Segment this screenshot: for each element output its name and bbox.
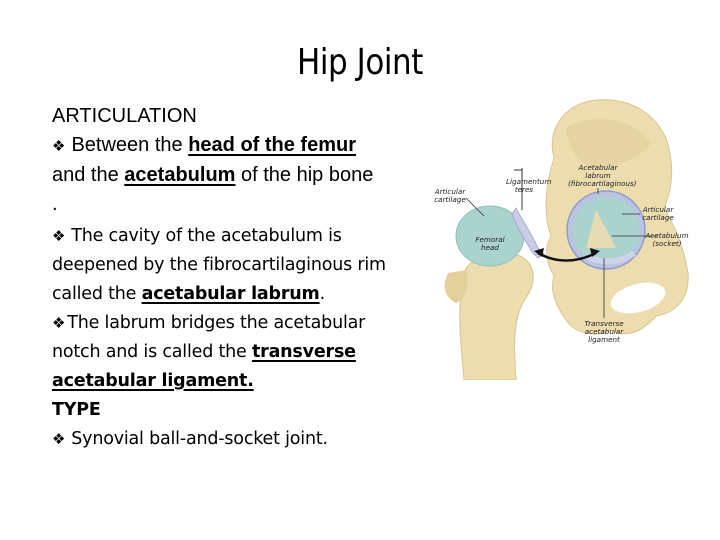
diamond-bullet-icon: ❖ bbox=[52, 430, 66, 448]
slide-title: Hip Joint bbox=[297, 42, 423, 83]
articulation-heading: ARTICULATION bbox=[52, 105, 197, 127]
term-head-of-femur: head of the femur bbox=[188, 134, 356, 156]
term-transverse-acetabular-ligament: transverse acetabular ligament. bbox=[52, 342, 356, 391]
slide-body: ARTICULATION ❖Between the head of the fe… bbox=[52, 102, 412, 454]
term-acetabular-labrum: acetabular labrum bbox=[141, 284, 320, 304]
diamond-bullet-icon: ❖ bbox=[52, 227, 66, 245]
label-acetabulum: Acetabulum(socket) bbox=[645, 231, 689, 248]
term-acetabulum: acetabulum bbox=[124, 164, 236, 186]
bullet-type: ❖Synovial ball-and-socket joint. bbox=[52, 425, 412, 454]
bullet-cavity: ❖The cavity of the acetabulum is deepene… bbox=[52, 222, 402, 309]
type-heading: TYPE bbox=[52, 400, 101, 420]
hip-anatomy-svg bbox=[444, 99, 689, 381]
bullet-articulation: ❖Between the head of the femur and the a… bbox=[52, 134, 374, 215]
diamond-bullet-icon: ❖ bbox=[52, 138, 66, 155]
diamond-bullet-icon: ❖ bbox=[52, 314, 66, 332]
bullet-labrum-bridges: ❖The labrum bridges the acetabular notch… bbox=[52, 309, 392, 396]
